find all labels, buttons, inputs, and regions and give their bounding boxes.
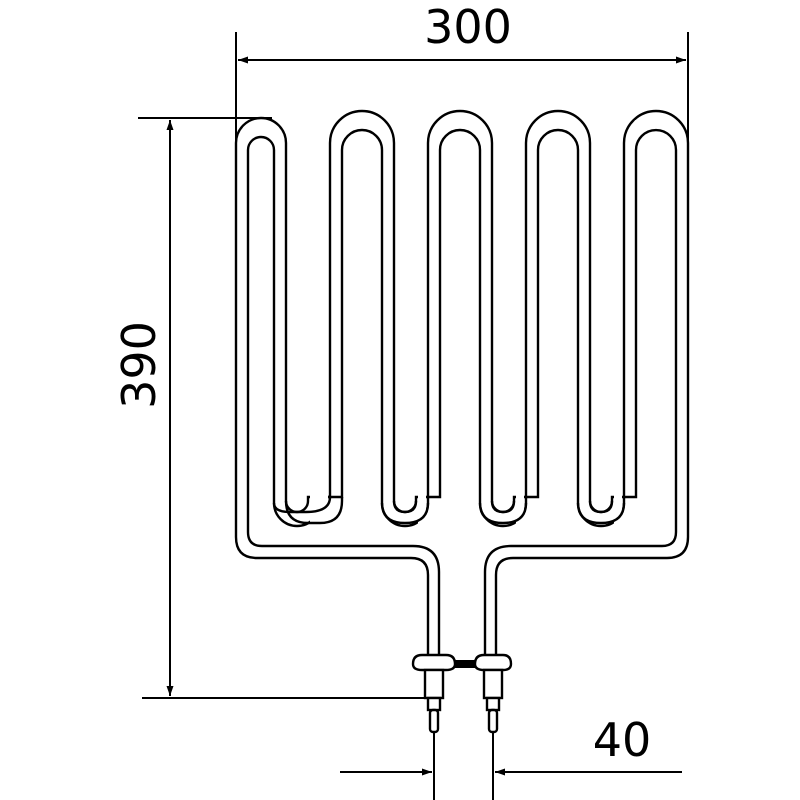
heating-tube bbox=[234, 109, 690, 655]
bend-cleanup bbox=[310, 494, 622, 524]
width-dimension-label: 300 bbox=[424, 0, 512, 54]
terminal-left-tip bbox=[428, 708, 440, 734]
height-dimension: 390 bbox=[112, 117, 428, 699]
height-dimension-label: 390 bbox=[112, 321, 166, 409]
terminal-right-tip bbox=[487, 708, 499, 734]
terminal-left-flange bbox=[411, 653, 457, 672]
terminal-bracket bbox=[455, 660, 475, 668]
bend-outlines bbox=[272, 496, 626, 525]
terminal-spacing-dimension: 40 bbox=[340, 713, 682, 800]
terminal-left bbox=[411, 653, 457, 734]
terminal-right bbox=[473, 653, 513, 734]
terminal-left-pin bbox=[426, 696, 442, 712]
tube-inner-edge bbox=[246, 128, 678, 655]
width-dimension: 300 bbox=[235, 0, 689, 140]
tube-outer-edge bbox=[234, 109, 690, 655]
spacing-dimension-label: 40 bbox=[593, 713, 652, 767]
terminal-right-body bbox=[482, 668, 504, 700]
terminal-right-pin bbox=[485, 696, 501, 712]
terminal-right-flange bbox=[473, 653, 513, 672]
terminal-left-body bbox=[423, 668, 445, 700]
